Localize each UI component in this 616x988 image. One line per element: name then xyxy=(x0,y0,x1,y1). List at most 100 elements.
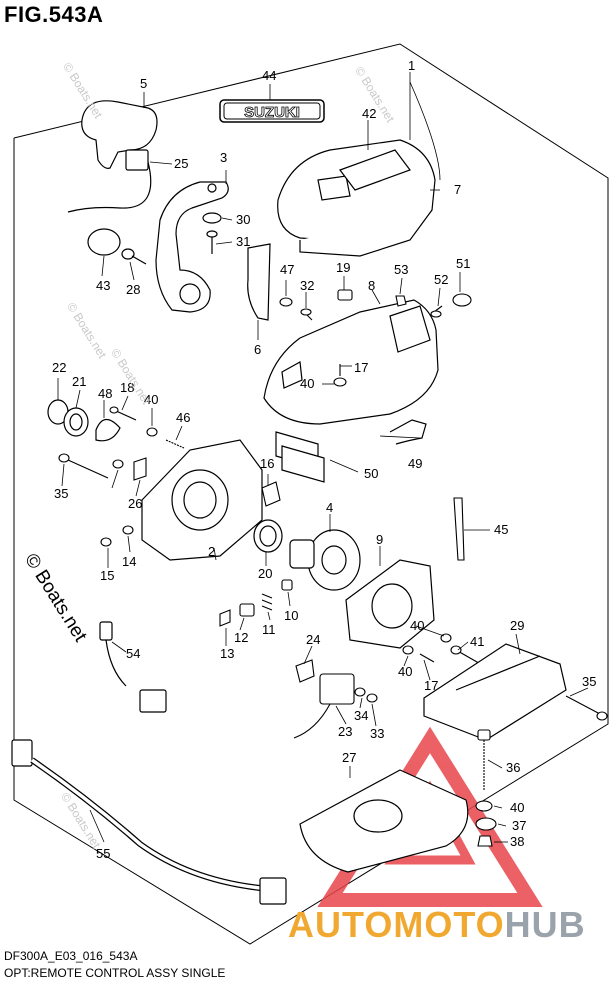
callout-54: 54 xyxy=(126,646,140,661)
callout-17a: 17 xyxy=(354,360,368,375)
top-cover xyxy=(277,139,436,257)
small-hardware xyxy=(279,289,472,387)
brand-part1: AUTOMOTO xyxy=(288,904,505,945)
handle-grip xyxy=(81,100,158,169)
callout-16: 16 xyxy=(260,456,274,471)
callout-15: 15 xyxy=(100,568,114,583)
parts-14-15 xyxy=(100,525,134,547)
callout-36: 36 xyxy=(506,760,520,775)
callout-40d: 40 xyxy=(398,664,412,679)
figure-description: OPT:REMOTE CONTROL ASSY SINGLE xyxy=(4,966,226,980)
callout-19: 19 xyxy=(336,260,350,275)
callout-6: 6 xyxy=(254,342,261,357)
bracket-9 xyxy=(345,559,435,649)
brand-part2: HUB xyxy=(504,904,586,945)
base-plate-27 xyxy=(299,769,469,873)
callout-12: 12 xyxy=(234,630,248,645)
callout-13: 13 xyxy=(220,646,234,661)
callout-25: 25 xyxy=(174,156,188,171)
callout-5: 5 xyxy=(140,76,147,91)
callout-7: 7 xyxy=(454,182,461,197)
callout-11: 11 xyxy=(262,622,276,637)
callout-24: 24 xyxy=(306,632,320,647)
callout-47: 47 xyxy=(280,262,294,277)
callout-40c: 40 xyxy=(410,618,424,633)
callout-34: 34 xyxy=(354,708,368,723)
callout-4: 4 xyxy=(326,500,333,515)
parts-23-24-33-34 xyxy=(293,659,378,739)
washer-screw-30-31 xyxy=(202,212,222,254)
callout-2: 2 xyxy=(208,544,215,559)
assembly-frame xyxy=(13,43,609,945)
parts-39-26 xyxy=(112,457,147,481)
connector-25 xyxy=(67,149,152,213)
callout-38: 38 xyxy=(510,834,524,849)
screw-28 xyxy=(121,248,147,265)
callout-33: 33 xyxy=(370,726,384,741)
callout-29: 29 xyxy=(510,618,524,633)
callout-55: 55 xyxy=(96,846,110,861)
callout-45: 45 xyxy=(494,522,508,537)
callout-52: 52 xyxy=(434,272,448,287)
callout-numbers: 1 2 3 4 5 6 7 8 9 10 11 12 13 14 15 16 1… xyxy=(52,58,596,861)
emblem-text: SUZUKI xyxy=(244,104,300,121)
rings-21-22-48 xyxy=(47,399,121,442)
callout-18: 18 xyxy=(120,380,134,395)
disc-43 xyxy=(87,228,121,256)
callout-10: 10 xyxy=(284,608,298,623)
callout-8: 8 xyxy=(368,278,375,293)
callout-48: 48 xyxy=(98,386,112,401)
case-body-8 xyxy=(263,299,439,425)
callout-41: 41 xyxy=(470,634,484,649)
callout-22: 22 xyxy=(52,360,66,375)
callout-31: 31 xyxy=(236,234,250,249)
figure-title: FIG.543A xyxy=(4,2,104,27)
callout-37: 37 xyxy=(512,818,526,833)
callout-46: 46 xyxy=(176,410,190,425)
ring-20 xyxy=(253,519,283,553)
callout-21: 21 xyxy=(72,374,86,389)
callout-28: 28 xyxy=(126,282,140,297)
leader-lines xyxy=(57,72,589,843)
stud-36-37-38 xyxy=(475,729,497,847)
suzuki-emblem: SUZUKI xyxy=(219,99,325,123)
callout-35a: 35 xyxy=(54,486,68,501)
parts-10-13 xyxy=(219,579,293,627)
callout-17b: 17 xyxy=(424,678,438,693)
callout-50: 50 xyxy=(364,466,378,481)
callout-9: 9 xyxy=(376,532,383,547)
housing-2 xyxy=(141,439,263,561)
callout-30: 30 xyxy=(236,212,250,227)
callout-1: 1 xyxy=(408,58,415,73)
brand-wordmark: AUTOMOTOHUB xyxy=(288,904,586,946)
harness-55 xyxy=(11,739,287,905)
figure-code: DF300A_E03_016_543A xyxy=(4,949,138,963)
bolt-35-right xyxy=(565,695,608,721)
callout-51: 51 xyxy=(456,256,470,271)
callout-23: 23 xyxy=(338,724,352,739)
bolt-35-left xyxy=(58,453,109,479)
callout-40a: 40 xyxy=(300,376,314,391)
callout-43: 43 xyxy=(96,278,110,293)
part-16 xyxy=(261,481,281,507)
callout-32: 32 xyxy=(300,278,314,293)
cable-54 xyxy=(99,621,167,713)
callout-42: 42 xyxy=(362,106,376,121)
fasteners-18-40-46 xyxy=(109,406,185,449)
callout-27: 27 xyxy=(342,750,356,765)
gear-4 xyxy=(289,529,361,591)
plate-6 xyxy=(247,243,271,321)
pads-50-wire-49 xyxy=(275,419,427,483)
callout-49: 49 xyxy=(408,456,422,471)
callout-40b: 40 xyxy=(144,392,158,407)
callout-53: 53 xyxy=(394,262,408,277)
handle-lever xyxy=(155,181,229,313)
callout-14: 14 xyxy=(122,554,136,569)
callout-44: 44 xyxy=(262,68,276,83)
cable-tie-45 xyxy=(453,497,465,561)
callout-3: 3 xyxy=(220,150,227,165)
callout-35b: 35 xyxy=(582,674,596,689)
callout-40e: 40 xyxy=(510,800,524,815)
callout-20: 20 xyxy=(258,566,272,581)
